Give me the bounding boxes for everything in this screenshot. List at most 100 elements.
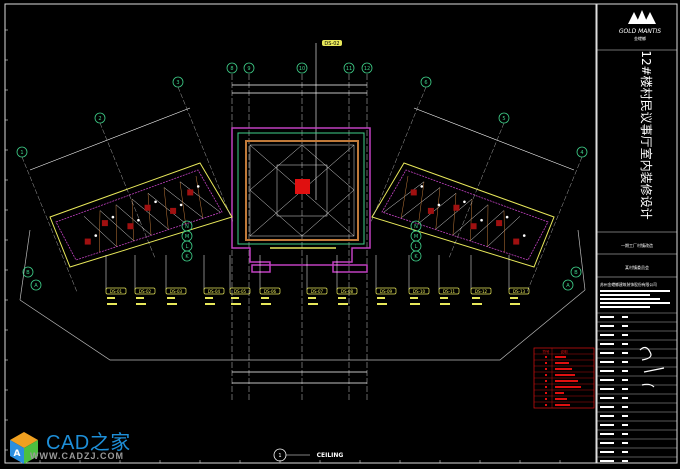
left-grid-bubble-1 (16, 146, 28, 158)
wing-bubble-right-A (562, 279, 574, 291)
ceiling-tag-box (306, 287, 328, 295)
wing-bubble-left-B (22, 266, 34, 278)
side-bubble-right-K-label: K (414, 254, 418, 260)
logo-icon (628, 10, 656, 24)
title-block: GOLD MANTIS 金螳螂 12#楼村民议事厅室内装修设计 一期工厂村镇改造… (596, 3, 678, 464)
tag-note (338, 297, 346, 299)
ceiling-tag-box (336, 287, 358, 295)
ceiling-tag-box (438, 287, 460, 295)
legend-table: 符号 说明 (533, 347, 595, 409)
side-bubble-left-L-label: L (186, 244, 189, 250)
ceiling-tag-label: DS-04 (208, 289, 221, 294)
tag-note (472, 303, 482, 305)
tag-note (472, 297, 480, 299)
signature (639, 346, 665, 388)
ceiling-tag-label: DS-06 (264, 289, 277, 294)
svg-text:A: A (14, 449, 21, 459)
client-line: 一期工厂村镇改造 (621, 242, 653, 248)
tag-note (205, 303, 215, 305)
light-fixture (470, 223, 477, 230)
light-fixture (513, 238, 520, 245)
border-ticks (5, 29, 561, 463)
side-bubble-left-N-label: N (185, 224, 189, 230)
side-bubble-right-N-label: N (414, 224, 418, 230)
tag-note (410, 297, 418, 299)
top-tag-box (322, 40, 342, 46)
downlight (437, 203, 441, 207)
ceiling-tag-box (259, 287, 281, 295)
tag-note (107, 303, 117, 305)
tag-note (440, 303, 450, 305)
tag-note (510, 303, 520, 305)
downlight (463, 200, 466, 204)
tag-note (205, 297, 213, 299)
tag-note (167, 297, 175, 299)
ceiling-tag-box (105, 287, 127, 295)
right-grid-bubble-5-label: 5 (502, 116, 505, 122)
ceiling-tag-box (408, 287, 430, 295)
tag-note (167, 303, 177, 305)
tag-note (440, 297, 448, 299)
tag-note (308, 297, 316, 299)
tag-note (510, 297, 518, 299)
side-bubble-left-M-label: M (185, 234, 189, 240)
downlight (94, 234, 98, 237)
ceiling-tag-box (203, 287, 225, 295)
downlight (480, 218, 483, 222)
sheet-border (4, 3, 597, 464)
light-fixture (144, 204, 151, 211)
downlight (137, 218, 140, 222)
downlight (111, 215, 115, 219)
watermark-brand: CAD之家 (46, 432, 131, 454)
light-fixture (427, 207, 434, 214)
downlight (522, 234, 526, 237)
grid-bubble-12 (361, 62, 373, 74)
light-fixture (410, 189, 417, 196)
ceiling-tag-label: DS-12 (475, 289, 488, 294)
central-hall (231, 127, 371, 273)
tag-note (410, 303, 420, 305)
svg-text:说明: 说明 (561, 349, 569, 354)
tag-note (377, 297, 385, 299)
light-fixture (187, 189, 194, 196)
side-bubble-right-L-label: L (415, 244, 418, 250)
ceiling-tag-label: DS-02 (139, 289, 152, 294)
section-number: 1 (278, 453, 281, 459)
tag-note (338, 303, 348, 305)
ceiling-tag-label: DS-05 (234, 289, 247, 294)
tag-note (107, 297, 115, 299)
wing-bubble-right-A-label: A (566, 283, 570, 289)
grid-bubble-10-label: 10 (299, 66, 305, 72)
left-grid-bubble-2-label: 2 (98, 116, 101, 122)
watermark-cube-icon: A (10, 432, 38, 464)
wing-bubble-right-B-label: B (574, 270, 578, 276)
right-wing (371, 162, 555, 268)
grid-bubble-12-label: 12 (364, 66, 370, 72)
right-grid-bubble-6 (420, 76, 432, 88)
top-grid-axes: 8 9 10 11 12 (226, 62, 373, 400)
grid-bubble-8-label: 8 (230, 66, 233, 72)
tag-note (231, 297, 239, 299)
outline-left (19, 229, 31, 301)
tag-note (261, 303, 271, 305)
logo-text: GOLD MANTIS (619, 28, 661, 35)
project-title: 12#楼村民议事厅室内装修设计 (639, 50, 654, 219)
left-grid-bubble-2 (94, 112, 106, 124)
wing-bubble-left-B-label: B (26, 270, 30, 276)
tag-note (136, 297, 144, 299)
side-bubble-right-M-label: M (414, 234, 418, 240)
light-fixture (127, 223, 134, 230)
tag-note (308, 303, 318, 305)
svg-text:符号: 符号 (543, 349, 551, 354)
ceiling-tag-label: DS-03 (170, 289, 183, 294)
view-label: CEILING (317, 452, 344, 459)
ceiling-tag-label: DS-09 (380, 289, 393, 294)
grid-bubble-9-label: 9 (247, 66, 250, 72)
left-grid-bubble-3-label: 3 (176, 80, 179, 86)
light-fixture (84, 238, 91, 245)
grid-bubble-9 (243, 62, 255, 74)
grid-bubble-11-label: 11 (346, 66, 352, 72)
tag-note (231, 303, 241, 305)
